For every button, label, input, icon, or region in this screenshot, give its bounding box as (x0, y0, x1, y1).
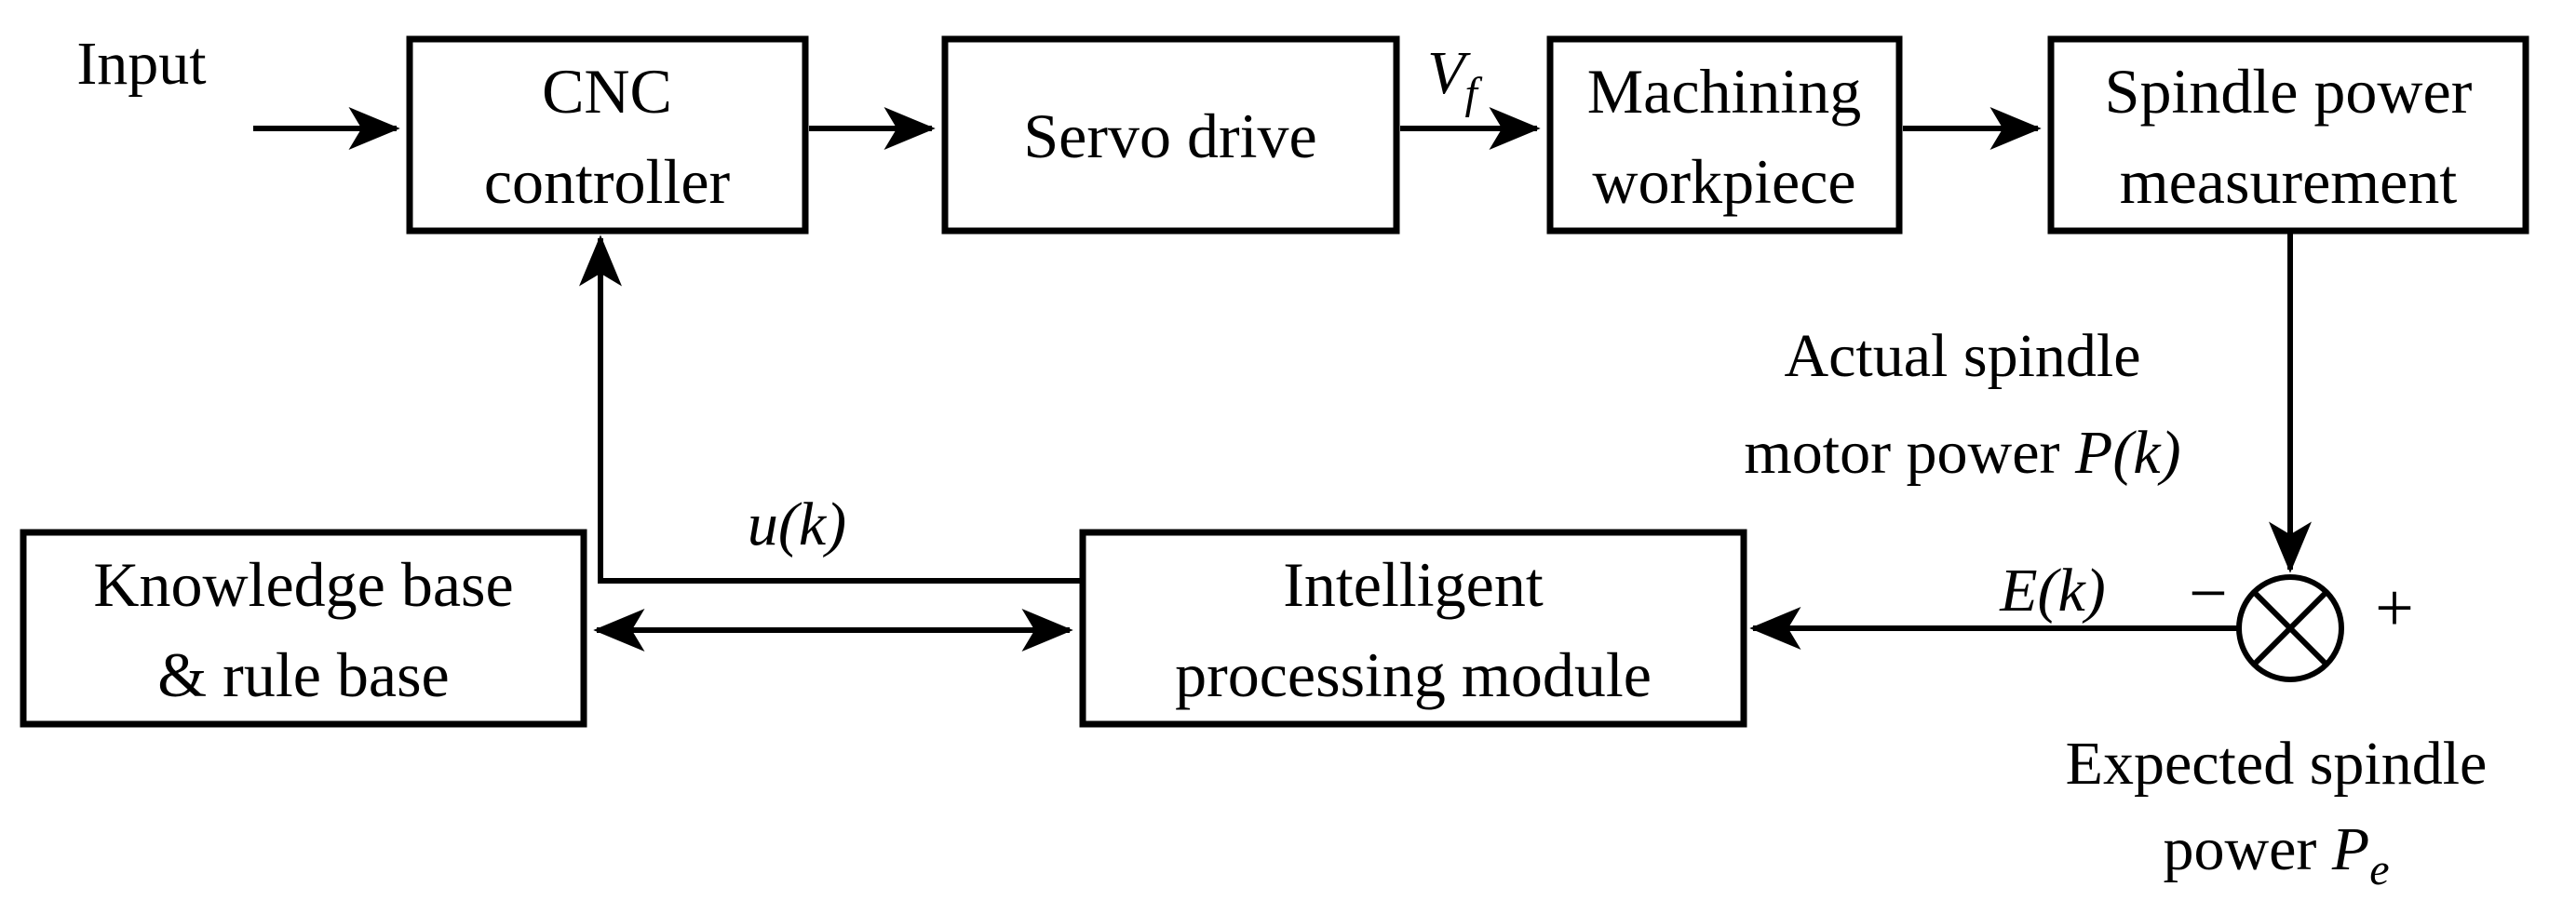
minus-sign: − (2189, 556, 2228, 632)
input-label: Input (76, 30, 206, 98)
actual-power-label-line1: Actual spindle (1784, 322, 2140, 390)
sum-junction (2236, 574, 2344, 682)
knowledge-rule-base-label-line1: Knowledge base (93, 549, 513, 620)
sum-junction-cross-2 (2251, 589, 2329, 667)
cnc-controller-label-line1: CNC (542, 56, 672, 127)
intelligent-processing-module-label-line2: processing module (1175, 639, 1652, 710)
servo-drive-box (941, 35, 1400, 235)
expected-power-label-line2: power Pe (2163, 815, 2389, 894)
uk-feedback-path (579, 235, 1083, 584)
spindle-power-measurement-box (2047, 35, 2529, 235)
feed-rate-label: Vf (1427, 39, 1482, 118)
intelligent-processing-module-label-line1: Intelligent (1283, 549, 1544, 620)
machining-workpiece-box (1546, 35, 1903, 235)
spindle-power-measurement-label-line1: Spindle power (2105, 56, 2473, 127)
knowledge-rule-base-label-line2: & rule base (157, 639, 449, 710)
actual-power-label-line2: motor power P(k) (1744, 419, 2180, 487)
plus-sign: + (2375, 571, 2414, 647)
machining-workpiece-label-line2: workpiece (1592, 146, 1855, 217)
cnc-controller-box (406, 35, 809, 235)
error-signal-label: E(k) (1999, 557, 2106, 625)
machining-workpiece-label-line1: Machining (1587, 56, 1862, 127)
expected-power-label-line1: Expected spindle (2066, 730, 2488, 798)
knowledge-rule-base-box (20, 529, 587, 728)
cnc-controller-label-line2: controller (484, 146, 731, 217)
servo-drive-label: Servo drive (1023, 101, 1316, 171)
spindle-power-measurement-label-line2: measurement (2120, 146, 2458, 217)
intelligent-processing-module-box (1079, 529, 1747, 728)
control-signal-label: u(k) (748, 491, 846, 558)
